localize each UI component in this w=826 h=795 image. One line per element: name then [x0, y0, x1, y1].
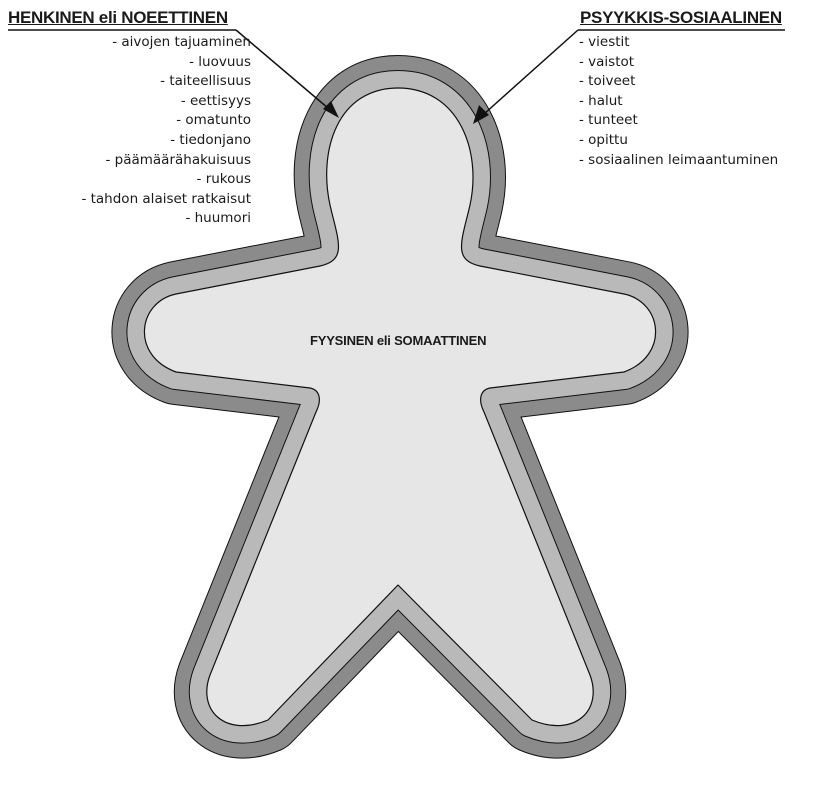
- noetic-heading: HENKINEN eli NOEETTINEN: [8, 8, 228, 27]
- list-item: - omatunto: [176, 112, 251, 129]
- list-item: - halut: [579, 92, 623, 109]
- right-leader-line: [483, 29, 579, 115]
- list-item: - vaistot: [579, 53, 635, 70]
- left-leader-line: [235, 29, 336, 115]
- list-item: - tahdon alaiset ratkaisut: [81, 190, 251, 207]
- list-item: - huumori: [185, 210, 251, 227]
- list-item: - taiteellisuus: [160, 73, 251, 90]
- list-item: - luovuus: [189, 53, 251, 70]
- left-arrow-head: [323, 101, 339, 118]
- list-item: - opittu: [579, 131, 628, 148]
- list-item: - toiveet: [579, 73, 636, 90]
- list-item: - sosiaalinen leimaantuminen: [579, 151, 779, 168]
- right-arrow-head: [473, 105, 489, 124]
- list-item: - rukous: [196, 171, 251, 188]
- somatic-label: FYYSINEN eli SOMAATTINEN: [310, 333, 487, 348]
- psychosocial-heading: PSYYKKIS-SOSIAALINEN: [580, 8, 782, 27]
- list-item: - päämäärähakuisuus: [105, 151, 251, 168]
- list-item: - tiedonjano: [170, 131, 251, 148]
- psychosocial-items-list: - viestit - vaistot - toiveet - halut - …: [579, 33, 778, 170]
- noetic-items-list: - aivojen tajuaminen - luovuus - taiteel…: [81, 33, 251, 229]
- list-item: - aivojen tajuaminen: [112, 34, 251, 50]
- list-item: - viestit: [579, 34, 630, 50]
- list-item: - eettisyys: [180, 92, 251, 109]
- list-item: - tunteet: [579, 112, 638, 129]
